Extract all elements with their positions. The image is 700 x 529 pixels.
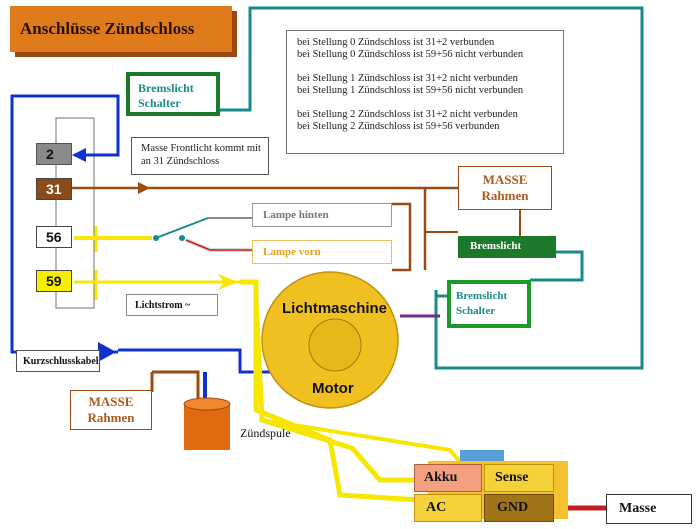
grey-wire-lampe-vorn	[185, 238, 252, 252]
arrow-kurzschluss	[98, 342, 116, 362]
red-wire-lampe-vorn	[185, 239, 252, 251]
switch-lever	[155, 217, 209, 239]
switch-contact	[179, 235, 185, 241]
masse-rahmen-left-line1: MASSE	[88, 394, 134, 409]
regulator-tab	[460, 450, 504, 464]
info-line: bei Stellung 0 Zündschloss ist 59+56 nic…	[297, 49, 524, 60]
info-line: bei Stellung 1 Zündschloss ist 31+2 nich…	[297, 73, 518, 84]
terminal-56: 56	[36, 226, 72, 248]
lampe-hinten: Lampe hinten	[252, 203, 392, 227]
page-title: Anschlüsse Zündschloss	[10, 6, 232, 52]
terminal-31: 31	[36, 178, 72, 200]
masse-rahmen-left-line2: Rahmen	[87, 410, 135, 425]
teal-wire-bremslicht	[530, 250, 584, 282]
yellow-wire-59	[74, 270, 98, 300]
info-line: bei Stellung 1 Zündschloss ist 59+56 nic…	[297, 85, 524, 96]
ac-terminal: AC	[414, 494, 482, 522]
masse-rahmen-right: MASSE Rahmen	[458, 166, 552, 210]
info-line: bei Stellung 0 Zündschloss ist 31+2 verb…	[297, 37, 495, 48]
terminal-59: 59	[36, 270, 72, 292]
bremslicht-schalter-top-line2: Schalter	[138, 96, 181, 110]
masse-ground-label: Masse	[606, 494, 692, 524]
masse-rahmen-right-line2: Rahmen	[481, 188, 529, 203]
lichtmaschine-rotor	[308, 318, 362, 372]
akku-terminal: Akku	[414, 464, 482, 492]
lichtmaschine-label: Lichtmaschine	[282, 300, 388, 317]
info-line: bei Stellung 2 Zündschloss ist 31+2 nich…	[297, 109, 518, 120]
lampe-vorn: Lampe vorn	[252, 240, 392, 264]
kurzschlusskabel-label: Kurzschlusskabel	[16, 350, 100, 372]
info-line: bei Stellung 2 Zündschloss ist 59+56 ver…	[297, 121, 500, 132]
zuendspule-top	[183, 397, 231, 411]
bremslicht-schalter-right-line2: Schalter	[456, 305, 496, 317]
gnd-terminal: GND	[484, 494, 554, 522]
terminal-2: 2	[36, 143, 72, 165]
bremslicht-schalter-right-line1: Bremslicht	[456, 290, 508, 302]
bremslicht-schalter-right: Bremslicht Schalter	[447, 280, 531, 328]
zuendspule-label: Zündspule	[240, 426, 291, 440]
motor-label: Motor	[312, 380, 354, 397]
masse-rahmen-left: MASSE Rahmen	[70, 390, 152, 430]
brown-wire-masse-left	[150, 370, 200, 400]
masse-frontlicht-note: Masse Frontlicht kommt mit an 31 Zündsch…	[131, 137, 269, 175]
lichtstrom-label: Lichtstrom ~	[126, 294, 218, 316]
teal-wire-outer	[218, 6, 644, 370]
blue-wire-kurzschluss	[118, 348, 270, 374]
arrow-31	[138, 182, 150, 194]
bremslicht: Bremslicht	[458, 236, 556, 258]
yellow-wire-akku	[253, 299, 420, 483]
arrow-lichtstrom	[218, 274, 238, 290]
terminal-strip-frame	[55, 117, 95, 309]
bremslicht-schalter-top: Bremslicht Schalter	[126, 72, 220, 116]
zuendspule-body	[184, 404, 230, 450]
yellow-wire-sense	[261, 418, 462, 464]
brown-wire-lamps	[392, 202, 412, 272]
bremslicht-schalter-top-line1: Bremslicht	[138, 81, 194, 95]
arrow-to-2	[72, 148, 86, 162]
switch-position-info: bei Stellung 0 Zündschloss ist 31+2 verb…	[286, 30, 564, 154]
masse-rahmen-right-line1: MASSE	[482, 172, 528, 187]
blue-wire-2	[10, 94, 120, 354]
sense-terminal: Sense	[484, 464, 554, 492]
